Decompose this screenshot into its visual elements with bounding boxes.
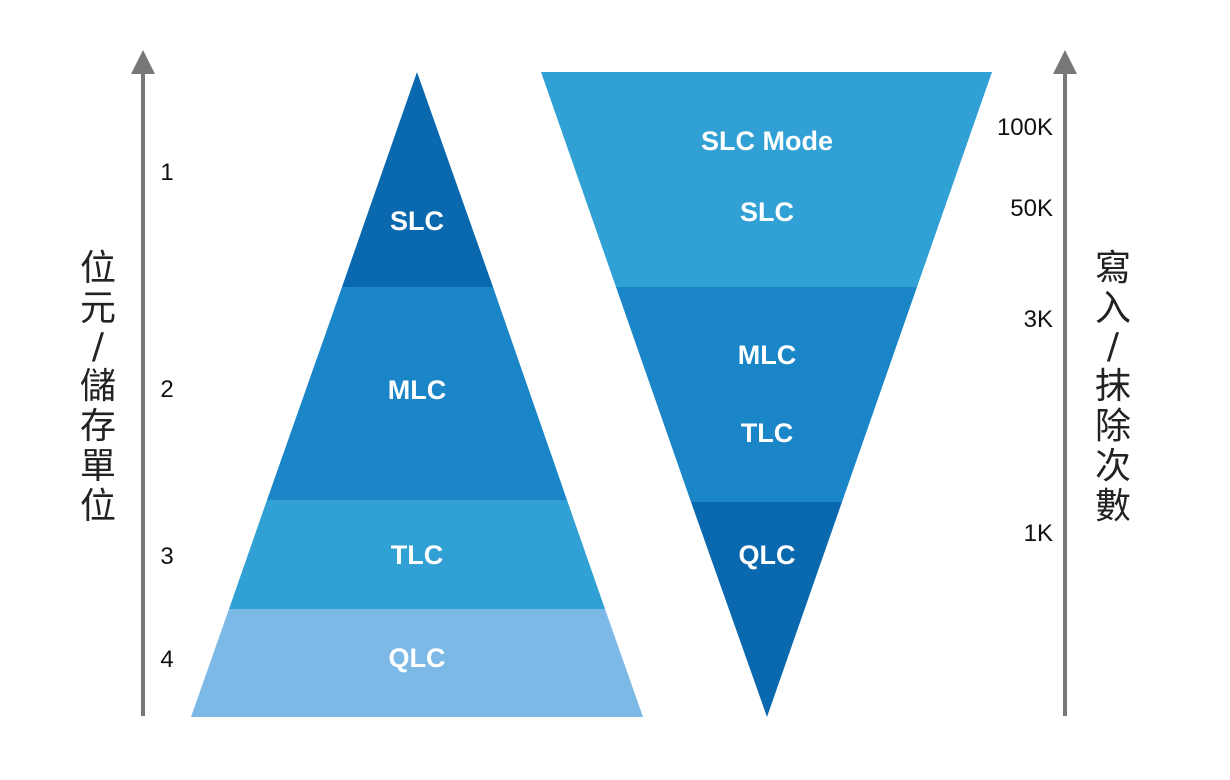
left-tick-1: 1 (160, 159, 173, 186)
pyramid-segment-mlc (267, 287, 567, 500)
left-title-char: 位 (80, 486, 116, 527)
pyramid-segment-tlc (229, 500, 605, 609)
pyramid-label-qlc: QLC (389, 643, 446, 673)
inverted-segment-qlc (691, 502, 842, 717)
pyramid-label-mlc: MLC (388, 375, 446, 405)
right-title-char: 次 (1095, 446, 1131, 487)
right-axis-title: 寫 入 / 抹 除 次 數 (1095, 248, 1131, 527)
right-axis-arrow-icon (1053, 50, 1077, 74)
right-tick-50k: 50K (1010, 195, 1053, 222)
right-tick-100k: 100K (997, 114, 1053, 141)
inverted-label-qlc: QLC (739, 540, 796, 570)
density-pyramid: SLC MLC TLC QLC (191, 72, 643, 717)
left-axis-title: 位 元 / 儲 存 單 位 (80, 248, 116, 527)
pyramid-segment-slc (342, 72, 493, 287)
left-axis-arrow-icon (131, 50, 155, 74)
left-title-char: / (92, 326, 105, 367)
left-title-char: 存 (80, 406, 116, 447)
inverted-label-tlc: TLC (741, 418, 793, 448)
inverted-segment-mlc-tlc (616, 287, 917, 502)
pyramid-label-tlc: TLC (391, 540, 443, 570)
inverted-label-slc-mode: SLC Mode (701, 126, 833, 156)
inverted-label-slc: SLC (740, 197, 794, 227)
inverted-label-mlc: MLC (738, 340, 796, 370)
left-tick-2: 2 (160, 376, 173, 403)
right-title-char: 抹 (1095, 366, 1131, 407)
left-title-char: 元 (80, 288, 116, 329)
inverted-segment-slc (541, 72, 992, 287)
right-axis-ticks: 100K 50K 3K 1K (997, 114, 1053, 547)
pyramid-segment-qlc (191, 609, 643, 717)
pyramid-label-slc: SLC (390, 206, 444, 236)
right-title-char: 入 (1095, 288, 1131, 329)
left-title-char: 單 (80, 446, 116, 487)
left-axis-ticks: 1 2 3 4 (160, 159, 173, 673)
right-tick-3k: 3K (1024, 306, 1053, 333)
right-title-char: 數 (1095, 486, 1131, 527)
right-tick-1k: 1K (1024, 520, 1053, 547)
right-title-char: / (1107, 326, 1120, 367)
left-title-char: 儲 (80, 366, 116, 407)
left-tick-4: 4 (160, 646, 173, 673)
right-title-char: 除 (1095, 406, 1131, 447)
left-title-char: 位 (80, 248, 116, 289)
right-axis (1053, 50, 1077, 716)
left-tick-3: 3 (160, 543, 173, 570)
left-axis (131, 50, 155, 716)
right-title-char: 寫 (1095, 248, 1131, 289)
endurance-inverted-pyramid: SLC Mode SLC MLC TLC QLC (541, 72, 992, 717)
